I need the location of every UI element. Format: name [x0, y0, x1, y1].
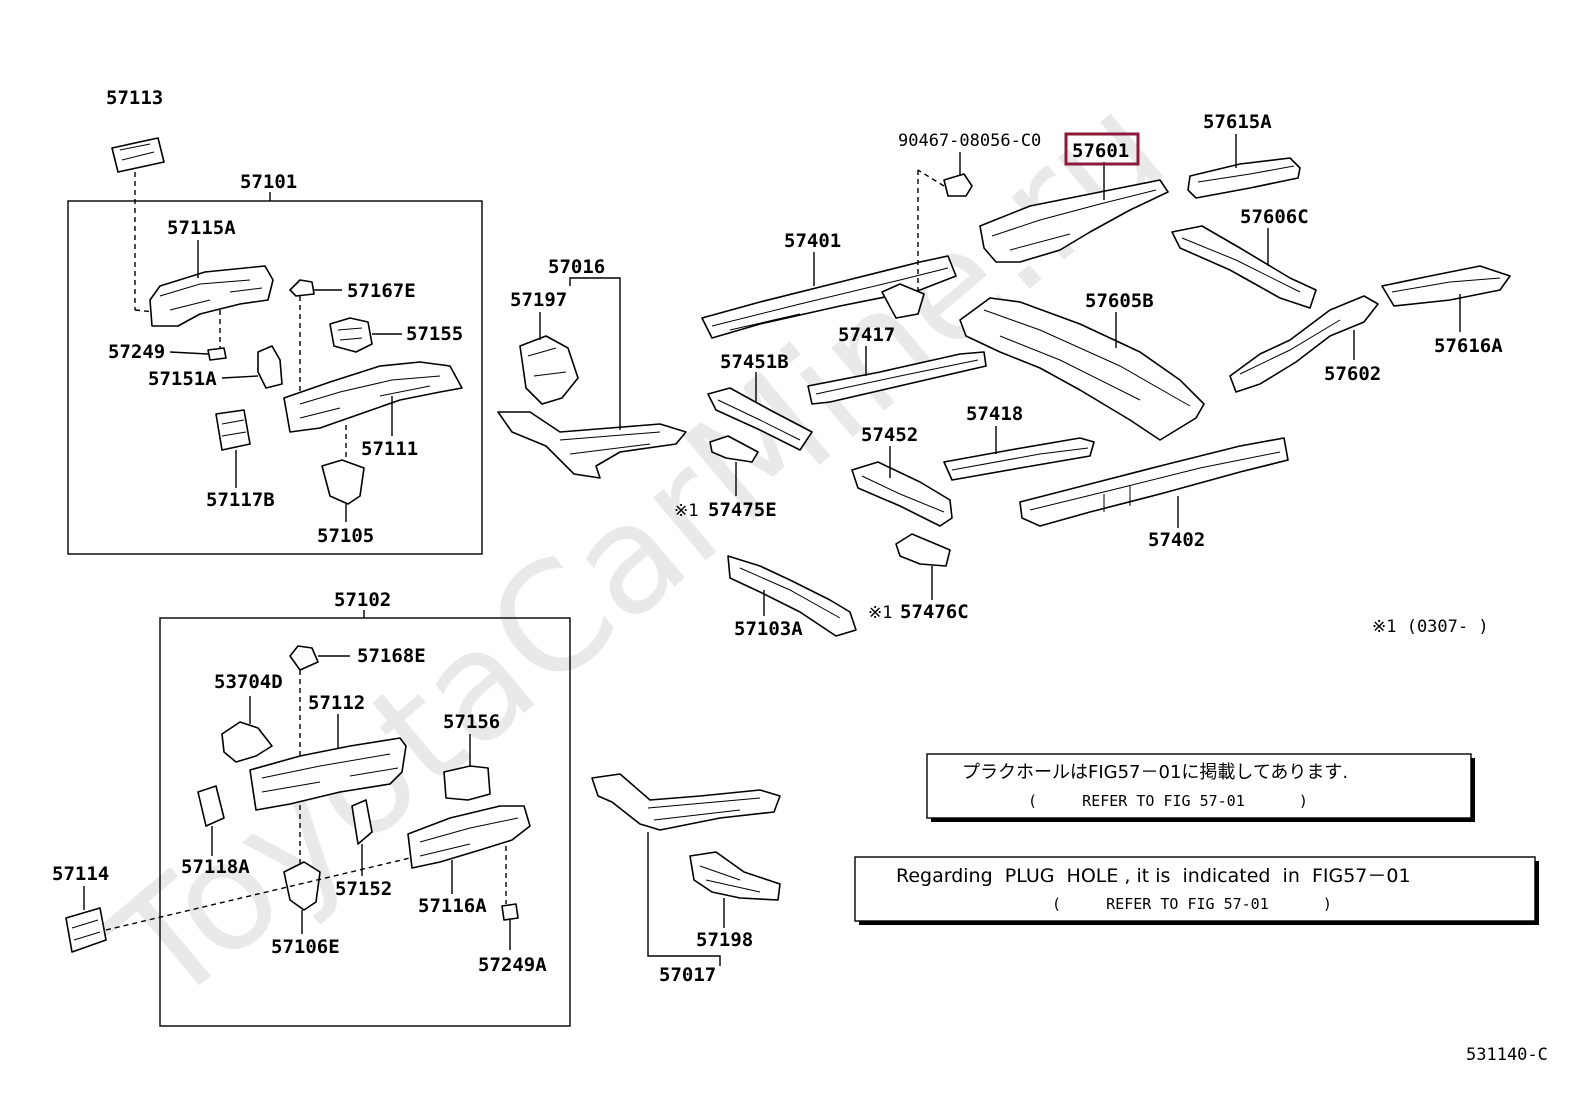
part-57117B[interactable]	[215, 409, 251, 451]
part-57017[interactable]	[591, 773, 781, 831]
part-57402[interactable]	[1019, 437, 1289, 527]
note-japanese-refer: ( REFER TO FIG 57-01 )	[1028, 792, 1308, 810]
figure-code: 531140-C	[1466, 1045, 1548, 1065]
note-box-japanese	[926, 753, 1472, 819]
part-57103A[interactable]	[727, 555, 857, 637]
part-57156[interactable]	[443, 765, 491, 801]
part-57106E[interactable]	[283, 861, 321, 911]
part-57451B[interactable]	[707, 387, 813, 451]
label-57249A: 57249A	[478, 954, 547, 976]
note-english-refer: ( REFER TO FIG 57-01 )	[1052, 895, 1332, 913]
part-57105[interactable]	[321, 459, 365, 505]
label-90467-08056-C0: 90467-08056-C0	[898, 131, 1041, 151]
label-53704D: 53704D	[214, 671, 283, 693]
label-57605B: 57605B	[1085, 290, 1154, 312]
label-57102: 57102	[334, 589, 391, 611]
label-57118A: 57118A	[181, 856, 250, 878]
group-box-57101	[67, 200, 483, 555]
part-57602[interactable]	[1229, 295, 1379, 393]
label-57152: 57152	[335, 878, 392, 900]
label-57452: 57452	[861, 424, 918, 446]
label-57249: 57249	[108, 341, 165, 363]
label-57156: 57156	[443, 711, 500, 733]
part-57016[interactable]	[497, 411, 687, 479]
part-57112[interactable]	[249, 737, 407, 811]
part-57114[interactable]	[65, 907, 107, 953]
label-57602: 57602	[1324, 363, 1381, 385]
label-57115A: 57115A	[167, 217, 236, 239]
label-57017: 57017	[659, 964, 716, 986]
part-57249[interactable]	[207, 347, 227, 361]
group-box-57102	[159, 617, 571, 1027]
label-57016: 57016	[548, 256, 605, 278]
label-57402: 57402	[1148, 529, 1205, 551]
part-57401-bracket[interactable]	[881, 283, 925, 319]
note-english-text: Regarding PLUG HOLE , it is indicated in…	[896, 865, 1411, 887]
part-57167E[interactable]	[289, 279, 315, 297]
part-57417[interactable]	[807, 351, 987, 405]
label-57103A: 57103A	[734, 618, 803, 640]
highlight-57601	[1064, 132, 1140, 166]
label-57116A: 57116A	[418, 895, 487, 917]
label-57417: 57417	[838, 324, 895, 346]
label-57155: 57155	[406, 323, 463, 345]
note-box-english	[854, 856, 1536, 922]
label-57113: 57113	[106, 87, 163, 109]
part-57601[interactable]	[979, 179, 1169, 263]
label-57111: 57111	[361, 438, 418, 460]
star-mark-57475E: ※1	[674, 501, 698, 521]
part-57475E[interactable]	[709, 435, 759, 463]
label-57401: 57401	[784, 230, 841, 252]
label-57615A: 57615A	[1203, 111, 1272, 133]
part-57111[interactable]	[283, 361, 463, 433]
part-57151A[interactable]	[257, 345, 283, 389]
part-57606C[interactable]	[1171, 225, 1317, 309]
part-57152[interactable]	[351, 799, 373, 845]
part-57616A[interactable]	[1381, 265, 1511, 307]
part-57615A[interactable]	[1187, 157, 1301, 199]
label-57418: 57418	[966, 403, 1023, 425]
label-57167E: 57167E	[347, 280, 416, 302]
label-57151A: 57151A	[148, 368, 217, 390]
star-mark-57476C: ※1	[868, 603, 892, 623]
label-57601: 57601	[1072, 140, 1129, 162]
label-57616A: 57616A	[1434, 335, 1503, 357]
part-57198[interactable]	[689, 851, 781, 901]
part-53704D[interactable]	[221, 721, 273, 763]
part-57249A[interactable]	[501, 903, 519, 921]
label-57112: 57112	[308, 692, 365, 714]
label-57198: 57198	[696, 929, 753, 951]
part-57605B[interactable]	[959, 297, 1205, 441]
part-57476C[interactable]	[895, 533, 951, 567]
part-57452[interactable]	[851, 461, 953, 527]
label-57105: 57105	[317, 525, 374, 547]
label-57475E: 57475E	[708, 499, 777, 521]
part-57115A[interactable]	[149, 265, 274, 327]
label-57606C: 57606C	[1240, 206, 1309, 228]
label-57168E: 57168E	[357, 645, 426, 667]
part-57113[interactable]	[111, 137, 165, 173]
part-57418[interactable]	[943, 437, 1095, 481]
part-57168E[interactable]	[289, 645, 319, 671]
label-57476C: 57476C	[900, 601, 969, 623]
note-japanese-text: プラクホールはFIG57－01に掲載してあります.	[962, 762, 1348, 783]
part-57155[interactable]	[329, 317, 373, 353]
footnote: ※1 (0307- )	[1372, 617, 1489, 637]
label-57117B: 57117B	[206, 489, 275, 511]
label-57197: 57197	[510, 289, 567, 311]
label-57451B: 57451B	[720, 351, 789, 373]
label-57106E: 57106E	[271, 936, 340, 958]
label-57114: 57114	[52, 863, 109, 885]
label-57101: 57101	[240, 171, 297, 193]
part-57197[interactable]	[519, 335, 579, 405]
part-57118A[interactable]	[197, 785, 225, 827]
